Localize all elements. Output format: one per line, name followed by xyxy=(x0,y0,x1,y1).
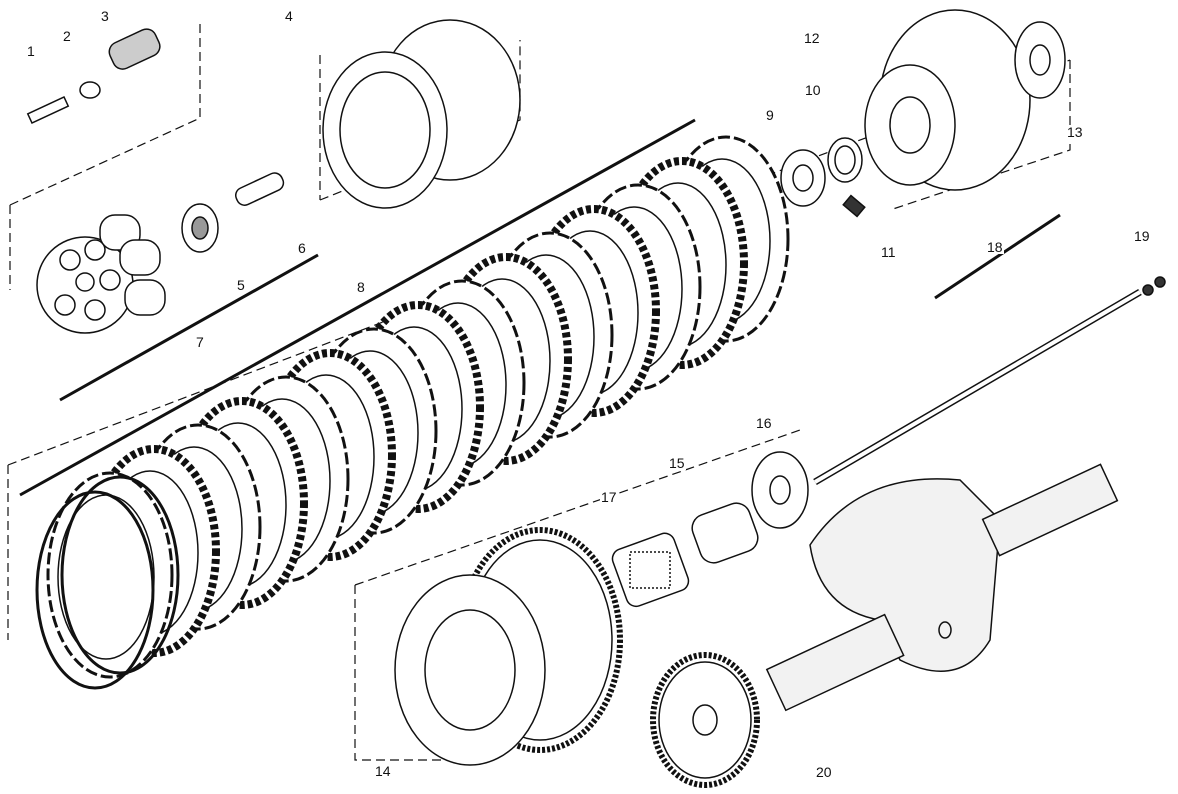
part-label-4: 4 xyxy=(284,8,294,24)
pushrod xyxy=(813,288,1142,486)
clutch-drum xyxy=(322,19,521,209)
thrust-washer xyxy=(1014,21,1066,99)
pushrod-pin xyxy=(234,172,285,206)
clutch-hub xyxy=(864,9,1031,191)
part-label-18: 18 xyxy=(986,239,1004,255)
part-label-9: 9 xyxy=(765,107,775,123)
part-label-10: 10 xyxy=(804,82,822,98)
part-label-12: 12 xyxy=(803,30,821,46)
part-label-11: 11 xyxy=(880,244,897,260)
part-label-13: 13 xyxy=(1066,124,1084,140)
small-parts xyxy=(26,28,161,124)
spring-ring xyxy=(35,490,155,690)
bushing xyxy=(691,502,759,564)
ball xyxy=(1142,276,1166,296)
bearing xyxy=(181,203,219,253)
part-label-1: 1 xyxy=(26,43,36,59)
part-label-19: 19 xyxy=(1133,228,1151,244)
set-screw xyxy=(842,194,866,218)
pressure-plate xyxy=(36,214,166,334)
part-label-15: 15 xyxy=(668,455,686,471)
nut xyxy=(780,149,826,207)
group-brackets xyxy=(19,118,1061,497)
part-label-2: 2 xyxy=(62,28,72,44)
primary-gear xyxy=(650,652,760,788)
part-label-14: 14 xyxy=(374,763,392,779)
needle-bearing xyxy=(611,532,690,608)
outer-clutch-basket xyxy=(394,527,623,766)
crankshaft xyxy=(765,463,1119,712)
part-label-8: 8 xyxy=(356,279,366,295)
part-label-7: 7 xyxy=(195,334,205,350)
washer xyxy=(827,137,863,183)
part-label-16: 16 xyxy=(755,415,773,431)
clutch-disc-stack xyxy=(35,135,790,690)
part-label-6: 6 xyxy=(297,240,307,256)
shim xyxy=(751,451,809,529)
spring-ring xyxy=(60,475,180,675)
part-label-20: 20 xyxy=(815,764,833,780)
part-label-17: 17 xyxy=(600,489,618,505)
part-label-3: 3 xyxy=(100,8,110,24)
part-label-5: 5 xyxy=(236,277,246,293)
